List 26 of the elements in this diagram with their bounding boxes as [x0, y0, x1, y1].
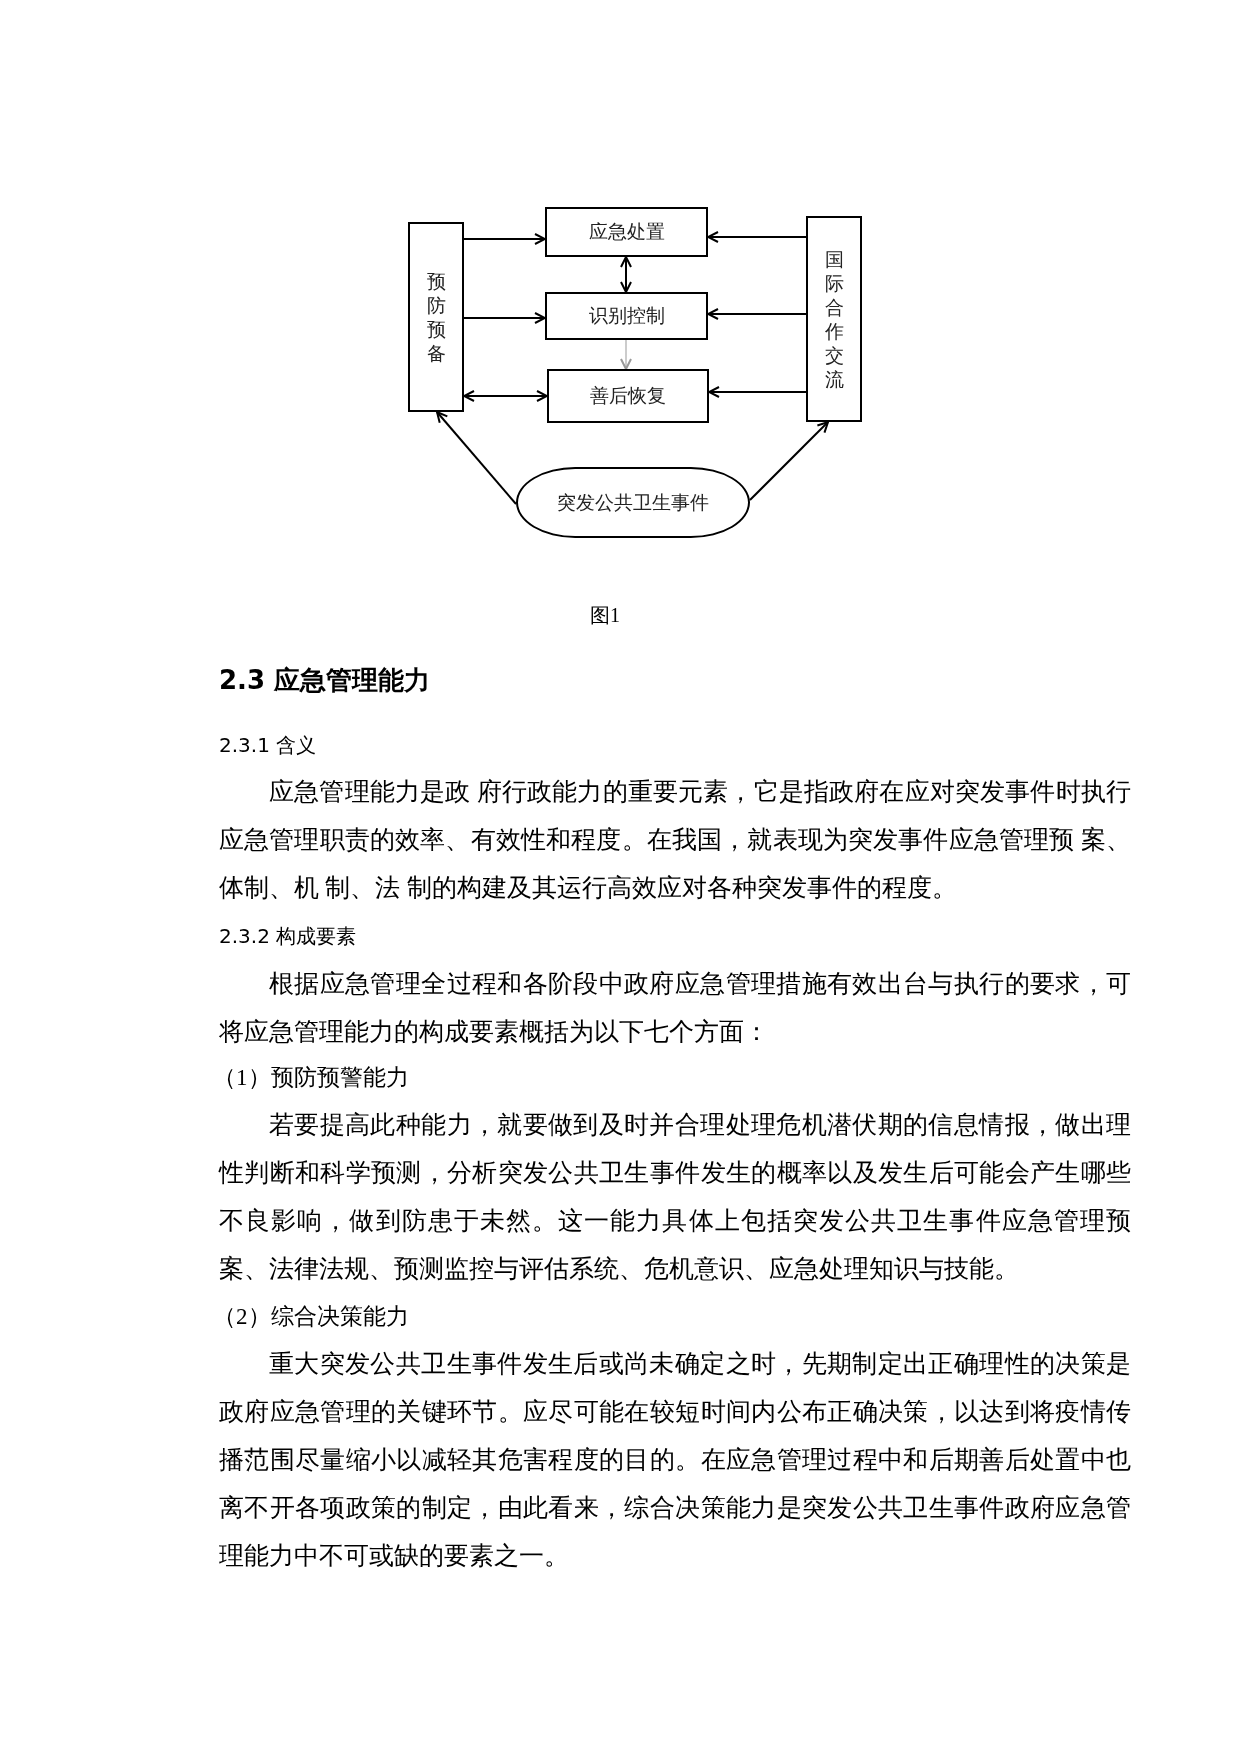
- paragraph: 根据应急管理全过程和各阶段中政府应急管理措施有效出台与执行的要求，可将应急管理能力的构成要素概括为以下七个方面：: [219, 969, 1131, 1047]
- arrow: [708, 386, 807, 398]
- subsection-heading: 2.3.2 构成要素: [219, 923, 357, 950]
- paragraph: 重大突发公共卫生事件发生后或尚未确定之时，先期制定出正确理性的决策是政府应急管理的关键环节。应尽可能在较短时间内公布正确决策，以达到将疫情传播范围尽量缩小以减轻其危害程度的目的。在应急管理过程中和后期善后处置中也离不开各项政策的制定，由此看来，综合决策能力是突发公共卫生事件政府应急管理能力中不可或缺的要素之一。: [219, 1349, 1131, 1571]
- item-heading: （1）预防预警能力: [213, 1064, 409, 1092]
- arrow: [620, 339, 632, 370]
- arrow: [436, 411, 517, 505]
- paragraph: 若要提高此种能力，就要做到及时并合理处理危机潜伏期的信息情报，做出理性判断和科学预测，分析突发公共卫生事件发生的概率以及发生后可能会产生哪些不良影响，做到防患于未然。这一能力具体上包括突发公共卫生事件应急管理预案、法律法规、预测监控与评估系统、危机意识、应急处理知识与技能。: [219, 1110, 1131, 1284]
- rounded-box: 突发公共卫生事件: [516, 467, 750, 538]
- arrow: [707, 231, 807, 243]
- arrow: [749, 421, 829, 501]
- arrow: [463, 312, 546, 324]
- process-box: 识别控制: [545, 292, 708, 340]
- process-box: 应急处置: [545, 207, 708, 257]
- process-box: 国际合作交流: [806, 216, 862, 422]
- arrow: [707, 308, 807, 320]
- arrow: [463, 233, 546, 245]
- process-box: 善后恢复: [547, 369, 709, 423]
- figure-caption: 图1: [590, 603, 620, 628]
- arrow: [463, 390, 548, 402]
- arrow: [620, 256, 632, 293]
- section-heading: 2.3 应急管理能力: [219, 664, 431, 697]
- item-heading: （2）综合决策能力: [213, 1303, 409, 1331]
- subsection-heading: 2.3.1 含义: [219, 732, 317, 759]
- process-box: 预防预备: [408, 222, 464, 412]
- paragraph: 应急管理能力是政 府行政能力的重要元素，它是指政府在应对突发事件时执行应急管理职责的效率、有效性和程度。在我国，就表现为突发事件应急管理预 案、体制、机 制、法 制的构建及其运行高效应对各种突发事件的程度。: [219, 777, 1131, 903]
